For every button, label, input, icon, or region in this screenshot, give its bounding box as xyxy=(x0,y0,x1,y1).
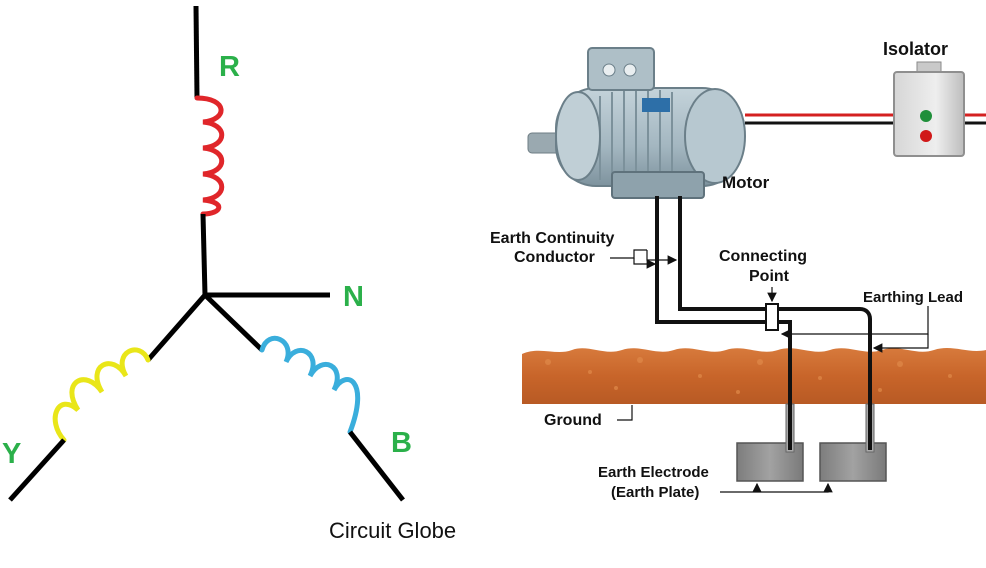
r-phase-wire xyxy=(200,213,208,296)
isolator-green-light xyxy=(920,110,932,122)
isolator-label: Isolator xyxy=(883,39,948,59)
neutral-label: N xyxy=(343,281,364,313)
star-connection: R N B Y Circuit Globe xyxy=(2,5,456,543)
earth-continuity-conductor xyxy=(655,196,773,324)
electrode-label-line1: Earth Electrode xyxy=(598,464,709,481)
earthing-diagram: Isolator Motor Earth Continuity Conducto… xyxy=(490,39,986,501)
earthing-lead-1 xyxy=(778,320,792,450)
ecc-label-line1: Earth Continuity xyxy=(490,230,615,247)
ground-strip xyxy=(522,348,986,404)
isolator-box xyxy=(893,61,965,157)
connecting-point-label-line1: Connecting xyxy=(719,248,807,265)
phase-b-label: B xyxy=(391,427,412,459)
y-phase-coil xyxy=(52,347,151,443)
ground-label: Ground xyxy=(544,412,602,429)
earth-plate-2 xyxy=(819,442,887,482)
credit-text: Circuit Globe xyxy=(329,518,456,543)
r-phase-lead xyxy=(193,5,200,99)
isolator-red-light xyxy=(920,130,932,142)
earthing-lead-2 xyxy=(778,307,872,450)
connecting-point-label-line2: Point xyxy=(749,268,790,285)
r-phase-coil xyxy=(194,95,225,217)
earthing-lead-label: Earthing Lead xyxy=(863,289,963,306)
motor-label: Motor xyxy=(722,173,770,192)
y-phase-wire xyxy=(146,293,207,362)
b-phase-wire xyxy=(203,293,264,352)
motor-illustration xyxy=(527,47,746,199)
b-phase-coil xyxy=(259,335,361,435)
ecc-label-line2: Conductor xyxy=(514,249,595,266)
phase-r-label: R xyxy=(219,51,240,83)
phase-y-label: Y xyxy=(2,438,21,470)
electrode-label-line2: (Earth Plate) xyxy=(611,484,699,501)
b-phase-lead xyxy=(348,430,405,502)
connecting-point xyxy=(765,303,779,331)
y-phase-lead xyxy=(8,438,66,502)
